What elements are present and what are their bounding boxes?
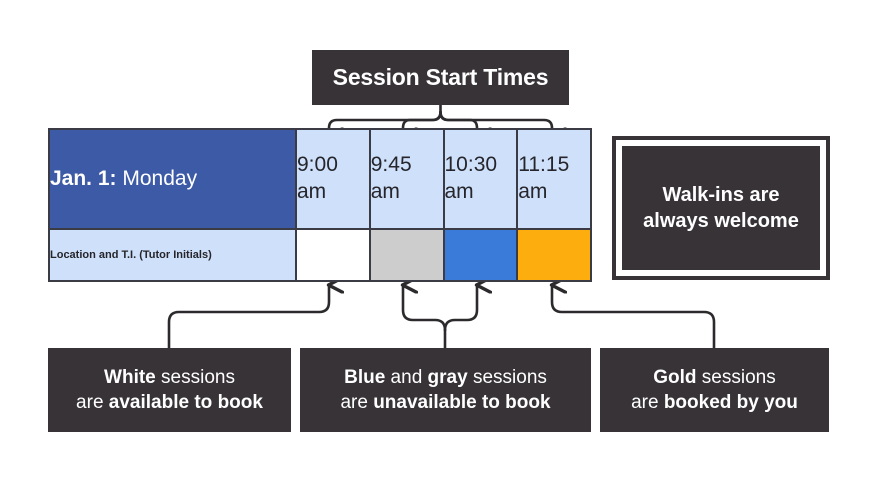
legend-white-line-2-bold: available to book [108, 392, 263, 413]
session-cell-unavailable-gray[interactable] [368, 228, 445, 282]
time-slot-1-meridiem: am [297, 180, 327, 203]
schedule-table: Jan. 1: Monday 9:00 am 9:45 am 10:30 am … [48, 128, 592, 282]
legend-white-line-1-rest: sessions [155, 366, 235, 388]
schedule-date-cell: Jan. 1: Monday [48, 128, 297, 230]
legend-blue-gray-line-2-pre: are [340, 392, 374, 413]
time-slot-header-2[interactable]: 9:45 am [368, 128, 445, 230]
connector-bluegray-to-blue-cell [443, 285, 477, 332]
legend-blue-gray-conjunction: and [385, 366, 428, 388]
connector-white-legend-to-cell [167, 285, 329, 350]
schedule-day-value: Monday [122, 167, 198, 190]
legend-blue-gray-line-1: Blue and gray sessions [340, 365, 550, 390]
time-slot-3-time: 10:30 [444, 153, 498, 177]
schedule-header-row: Jan. 1: Monday 9:00 am 9:45 am 10:30 am … [48, 128, 592, 230]
connector-bluegray-to-gray-cell [403, 285, 447, 332]
time-slot-header-3[interactable]: 10:30 am [442, 128, 519, 230]
walk-ins-callout-frame: Walk-ins are always welcome [612, 136, 830, 280]
legend-white-keyword: White [104, 366, 156, 388]
legend-gold-line-2-bold: booked by you [663, 392, 798, 413]
time-slot-3-meridiem: am [444, 180, 474, 203]
time-slot-2-meridiem: am [370, 180, 400, 203]
legend-blue-gray-line-2-bold: unavailable to book [373, 392, 551, 413]
time-slot-4-time: 11:15 [518, 153, 570, 177]
legend-gray-keyword: gray [427, 366, 468, 388]
walk-ins-line-2: always welcome [643, 210, 799, 232]
legend-white-line-1: White sessions [76, 365, 263, 390]
walk-ins-line-1: Walk-ins are [662, 184, 780, 206]
legend-blue-gray-line-1-rest: sessions [467, 366, 547, 388]
legend-gold-line-1: Gold sessions [631, 365, 798, 390]
legend-gold-keyword: Gold [653, 366, 697, 388]
legend-gold-line-2-pre: are [631, 392, 664, 413]
legend-white-line-2-pre: are [76, 392, 109, 413]
schedule-status-row: Location and T.I. (Tutor Initials) [48, 228, 592, 282]
legend-blue-keyword: Blue [344, 366, 386, 388]
legend-white-sessions: White sessions are available to book [48, 348, 291, 432]
legend-blue-gray-sessions: Blue and gray sessions are unavailable t… [300, 348, 591, 432]
schedule-date-value: Jan. 1: [50, 167, 117, 190]
time-slot-header-4[interactable]: 11:15 am [516, 128, 592, 230]
session-cell-available-white[interactable] [295, 228, 371, 282]
walk-ins-callout: Walk-ins are always welcome [622, 146, 820, 270]
location-tutor-initials-label: Location and T.I. (Tutor Initials) [48, 228, 297, 282]
legend-blue-gray-line-2: are unavailable to book [340, 390, 550, 415]
session-cell-booked-gold[interactable] [516, 228, 592, 282]
time-slot-4-meridiem: am [518, 180, 548, 203]
session-start-times-title-box: Session Start Times [312, 50, 569, 105]
session-cell-unavailable-blue[interactable] [442, 228, 519, 282]
connector-gold-legend-to-cell [552, 285, 716, 350]
legend-gold-line-2: are booked by you [631, 390, 798, 415]
time-slot-header-1[interactable]: 9:00 am [295, 128, 371, 230]
time-slot-1-time: 9:00 [297, 153, 338, 177]
legend-gold-sessions: Gold sessions are booked by you [600, 348, 829, 432]
session-start-times-title-label: Session Start Times [332, 64, 549, 90]
location-tutor-initials-text: Location and T.I. (Tutor Initials) [50, 249, 212, 261]
legend-white-line-2: are available to book [76, 390, 263, 415]
time-slot-2-time: 9:45 [370, 153, 412, 177]
legend-gold-line-1-rest: sessions [696, 366, 776, 388]
